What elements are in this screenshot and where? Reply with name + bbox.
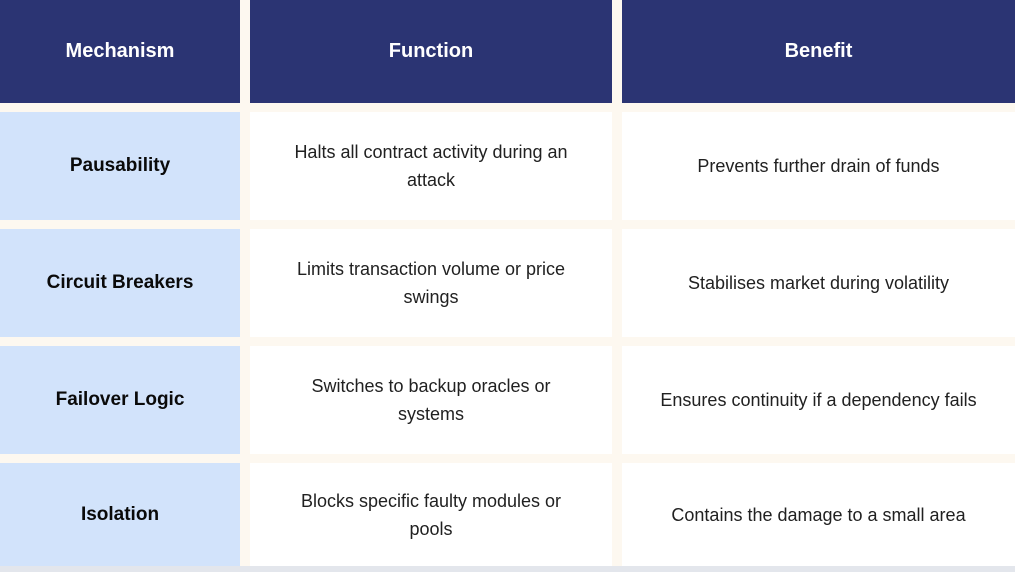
function-cell-pausability: Halts all contract activity during an at… [250,112,612,220]
column-header-function: Function [250,0,612,103]
function-cell-failover-logic: Switches to backup oracles or systems [250,346,612,454]
mechanism-cell-isolation: Isolation [0,463,240,566]
function-cell-circuit-breakers: Limits transaction volume or price swing… [250,229,612,337]
mechanism-cell-pausability: Pausability [0,112,240,220]
benefit-cell-circuit-breakers: Stabilises market during volatility [622,229,1015,337]
function-cell-isolation: Blocks specific faulty modules or pools [250,463,612,566]
mechanism-cell-circuit-breakers: Circuit Breakers [0,229,240,337]
column-header-benefit: Benefit [622,0,1015,103]
benefit-cell-isolation: Contains the damage to a small area [622,463,1015,566]
benefit-cell-failover-logic: Ensures continuity if a dependency fails [622,346,1015,454]
mechanism-cell-failover-logic: Failover Logic [0,346,240,454]
column-header-mechanism: Mechanism [0,0,240,103]
page-bottom-strip [0,566,1015,572]
benefit-cell-pausability: Prevents further drain of funds [622,112,1015,220]
